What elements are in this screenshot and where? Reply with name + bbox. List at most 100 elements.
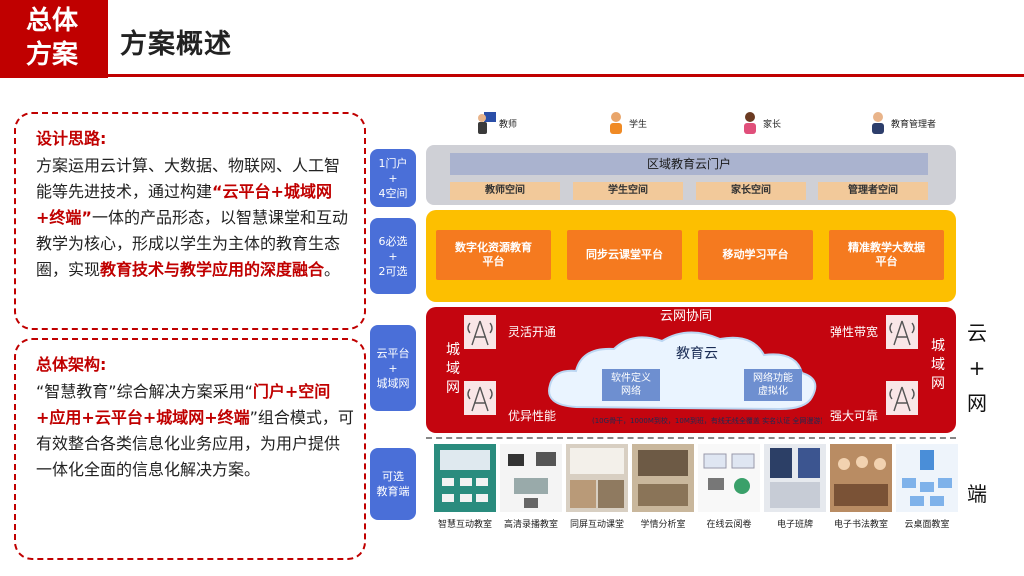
role-teacher: 教师 (476, 110, 517, 136)
role-label: 教师 (499, 119, 518, 130)
cloud-graphic (464, 315, 918, 415)
terminal-caption: 智慧互动教室 (437, 520, 492, 530)
role-label: 教育管理者 (891, 119, 937, 130)
label-line: 教育端 (376, 485, 410, 498)
label-line: 4空间 (378, 186, 408, 200)
app-label: 平台 (875, 255, 898, 268)
box-line: 虚拟化 (758, 386, 788, 397)
tower-icon (464, 315, 496, 349)
page-title: 方案概述 (120, 29, 232, 60)
left-metro-label: 城域网 (445, 341, 461, 398)
portal-layer: 区域教育云门户 教师空间 学生空间 家长空间 管理者空间 (426, 145, 956, 205)
label-cloud: 云平台+城域网 (370, 325, 416, 411)
box-line: 软件定义 (611, 373, 651, 384)
label-line: 云平台 (376, 346, 410, 360)
thumb-cloud-desktop (896, 444, 958, 512)
side-end: 端 (967, 482, 987, 506)
app-label: 移动学习平台 (722, 248, 789, 261)
sdn-box (602, 369, 660, 401)
space-student: 学生空间 (573, 182, 683, 200)
role-label: 家长 (763, 119, 782, 130)
architecture-box: 总体架构: “智慧教育”综合解决方案采用“门户+空间+应用+云平台+城域网+终端… (14, 338, 366, 560)
vert-char: 网 (931, 376, 945, 392)
cloud-center-label: 教育云 (676, 346, 718, 362)
design-idea-title: 设计思路: (36, 129, 107, 148)
role-label: 学生 (629, 119, 648, 130)
label-line: 1门户 (378, 156, 408, 170)
box-line: 网络功能 (753, 373, 793, 384)
feature-reliable: 强大可靠 (830, 409, 879, 423)
student-icon (610, 112, 622, 134)
design-text-1: 方案运用云计算、大数据、物联网、人工智能等先进技术，通过构建 (36, 156, 341, 201)
app-sync-classroom: 同步云课堂平台 (567, 230, 682, 280)
app-digital-resources: 数字化资源教育平台 (436, 230, 551, 280)
label-line: 6必选 (378, 234, 408, 248)
label-line: + (388, 361, 398, 375)
architecture-text: “智慧教育”综合解决方案采用“门户+空间+应用+云平台+城域网+终端”组合模式，… (36, 379, 354, 483)
app-mobile-learning: 移动学习平台 (698, 230, 813, 280)
label-apps: 6必选+2可选 (370, 218, 416, 294)
space-teacher: 教师空间 (450, 182, 560, 200)
badge-line1: 总体 (26, 6, 79, 36)
tower-icon (886, 381, 918, 415)
parent-icon (744, 112, 756, 134)
app-label: 同步云课堂平台 (586, 248, 663, 261)
app-label: 平台 (482, 255, 505, 268)
thumb-smart-classroom (434, 444, 496, 512)
design-highlight-1: “云平台+城域网+终端” (36, 182, 332, 227)
portal-title: 区域教育云门户 (450, 153, 928, 175)
space-parent: 家长空间 (696, 182, 806, 200)
terminal-caption: 高清录播教室 (503, 520, 558, 530)
layer-divider (426, 437, 956, 439)
vert-char: 城 (446, 342, 460, 358)
terminal-caption: 在线云阅卷 (706, 520, 752, 530)
label-line: + (388, 171, 398, 185)
role-student: 学生 (606, 110, 647, 136)
tower-icon (886, 315, 918, 349)
arch-highlight: 门户+空间+应用+云平台+城域网+终端 (36, 382, 331, 427)
label-line: 可选 (382, 470, 404, 483)
label-line: 2可选 (378, 264, 408, 278)
thumb-screen-sharing (566, 444, 628, 512)
terminal-caption: 学情分析室 (640, 520, 686, 530)
right-metro-label: 城域网 (930, 337, 946, 394)
terminal-row: 智慧互动教室 高清录播教室 同屏互动课堂 学情分析室 在线云阅卷 电子班牌 电子… (432, 444, 958, 532)
header-divider (108, 74, 1024, 77)
nfv-label: 网络功能虚拟化 (744, 372, 802, 398)
section-badge: 总体 方案 (0, 0, 108, 78)
cloud-network-layer: 云网协同 城域网 城域网 灵活开通 弹性带宽 优异性能 强大可靠 教育云 软件定… (426, 307, 956, 433)
architecture-title: 总体架构: (36, 355, 107, 374)
terminal-caption: 云桌面教室 (904, 520, 950, 530)
thumb-online-marking (698, 444, 760, 512)
vert-char: 域 (446, 361, 460, 377)
teacher-icon (478, 112, 496, 134)
side-char: 网 (967, 391, 987, 415)
network-caption: (10G骨干，1000M到校，10M到班，有线无线全覆盖 实名认证 全网漫游) (592, 417, 822, 425)
terminal-caption: 电子书法教室 (833, 520, 888, 530)
arch-text-2: ”组合模式，可有效整合各类信息化业务应用，为用户提供一体化全面的信息化解决方案。 (36, 408, 354, 479)
side-char: 云 (967, 321, 987, 345)
label-line: + (388, 249, 398, 263)
tower-icon (464, 381, 496, 415)
design-text-2: 一体的产品形态，以智慧课堂和互动教学为核心，形成以学生为主体的教育生态圈，实现 (36, 208, 348, 279)
apps-layer: 数字化资源教育平台 同步云课堂平台 移动学习平台 精准教学大数据平台 (426, 210, 956, 302)
role-parent: 家长 (740, 110, 781, 136)
admin-icon (872, 112, 884, 134)
side-char: + (968, 356, 986, 380)
feature-performance: 优异性能 (508, 409, 557, 423)
thumb-recording-room (500, 444, 562, 512)
app-label: 精准教学大数据 (848, 241, 925, 254)
terminal-caption: 同屏互动课堂 (569, 520, 624, 530)
design-text-3: 。 (324, 260, 341, 279)
arch-text-1: “智慧教育”综合解决方案采用“ (36, 382, 253, 401)
label-terminal: 可选教育端 (370, 448, 416, 520)
feature-flexible: 灵活开通 (508, 325, 557, 339)
roles-row: 教师 学生 家长 教育管理者 (470, 110, 960, 140)
role-admin: 教育管理者 (868, 110, 936, 136)
badge-line2: 方案 (26, 40, 79, 70)
thumb-calligraphy-room (830, 444, 892, 512)
thumb-class-board (764, 444, 826, 512)
side-cloud-net: 云 + 网 (966, 316, 988, 421)
label-line: 城域网 (376, 376, 410, 390)
